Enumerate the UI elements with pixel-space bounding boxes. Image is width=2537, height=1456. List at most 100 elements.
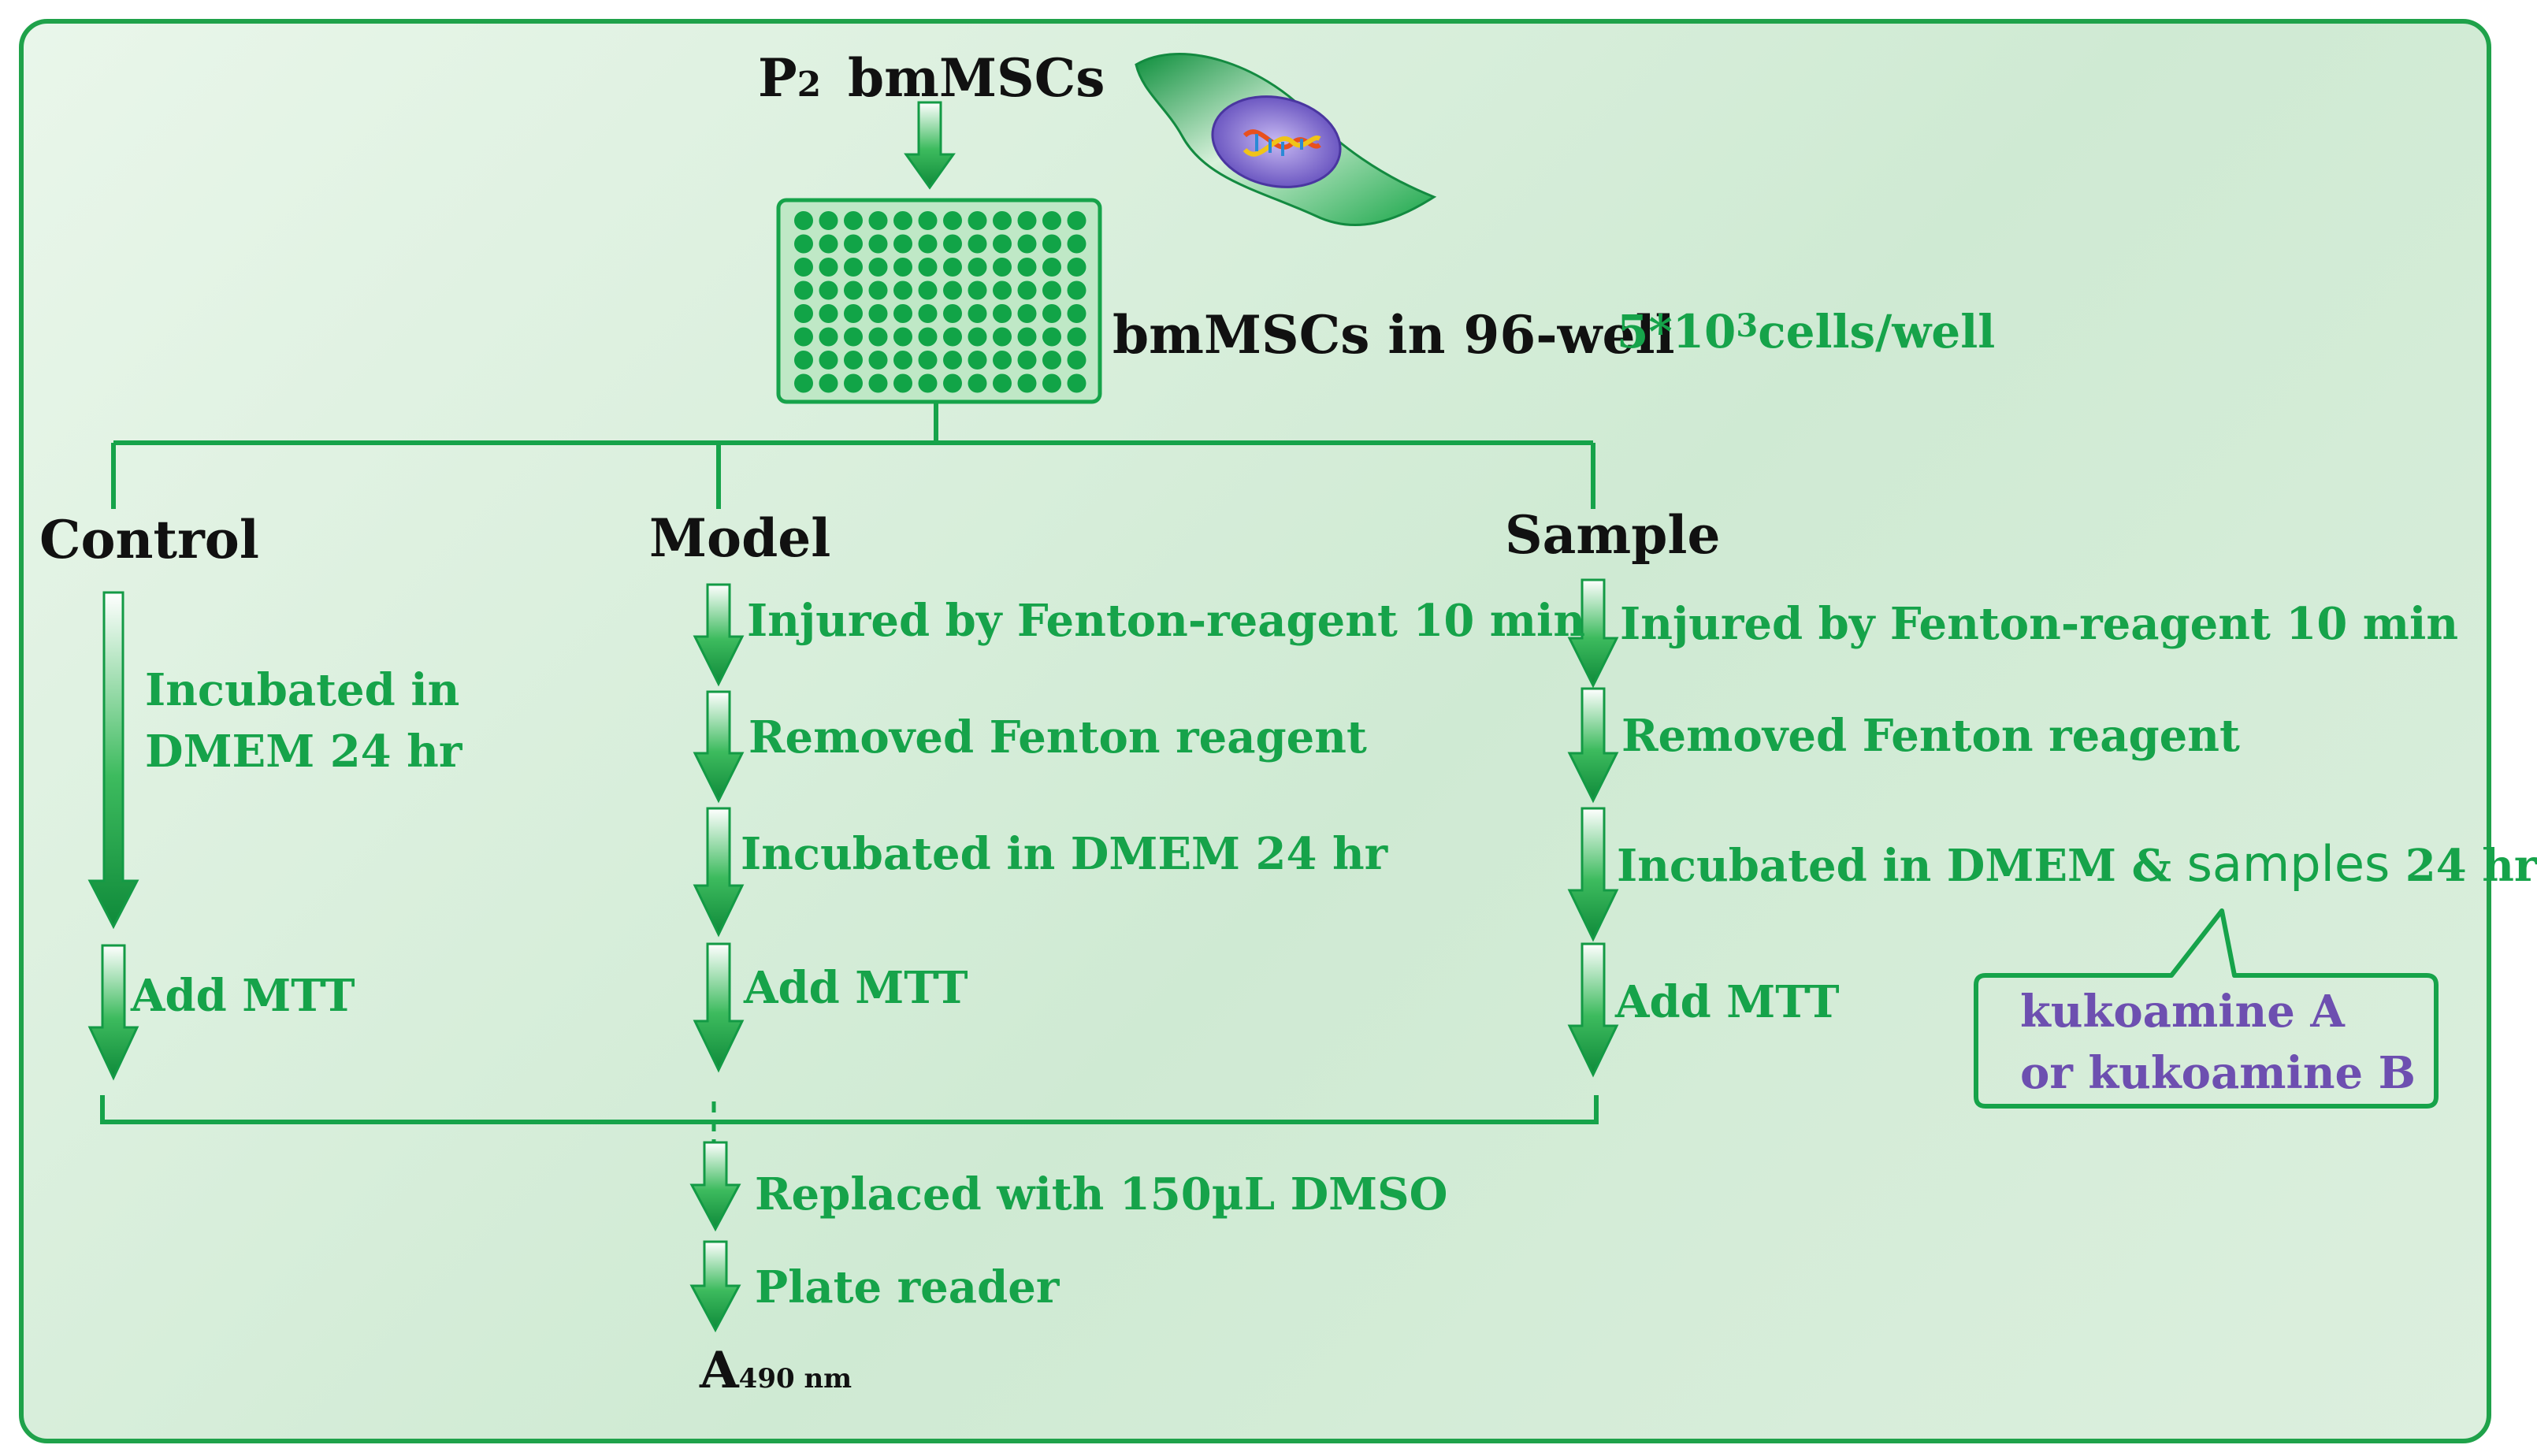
plate-well xyxy=(918,373,938,393)
plate-well xyxy=(993,258,1012,277)
plate-well xyxy=(1017,280,1037,300)
plate-well xyxy=(819,327,838,347)
plate-well xyxy=(1067,234,1086,254)
control-step-2: Add MTT xyxy=(131,970,355,1022)
plate-well xyxy=(794,211,813,230)
passage-label: P2 xyxy=(758,47,822,109)
group-title-control: Control xyxy=(39,509,259,570)
callout-line-1: kukoamine A xyxy=(2020,986,2345,1038)
plate-well xyxy=(993,304,1012,323)
plate-well xyxy=(794,258,813,277)
plate-well xyxy=(868,280,888,300)
plate-well xyxy=(943,351,962,370)
final-arrow-2 xyxy=(689,1240,741,1333)
cells-label: bmMSCs xyxy=(848,47,1105,109)
plate-well xyxy=(918,280,938,300)
plate-well xyxy=(1042,327,1061,347)
plate-well xyxy=(1042,351,1061,370)
plate-well xyxy=(918,258,938,277)
plate-well xyxy=(1042,304,1061,323)
plate-well xyxy=(968,373,987,393)
stem-cell-illustration xyxy=(1135,53,1437,226)
plate-well xyxy=(993,351,1012,370)
plate-well xyxy=(819,351,838,370)
sample-arrow-4 xyxy=(1567,942,1619,1078)
branch-tree xyxy=(111,403,1595,509)
plate-well xyxy=(844,351,863,370)
plate-well xyxy=(794,327,813,347)
plate-well xyxy=(868,258,888,277)
model-step-2: Removed Fenton reagent xyxy=(748,711,1367,763)
plate-well xyxy=(893,280,912,300)
cell-density: 5*103cells/well xyxy=(1617,305,1996,358)
plate-well xyxy=(1067,373,1086,393)
plate-well xyxy=(1042,373,1061,393)
plate-well xyxy=(968,304,987,323)
control-step-1-line-2: DMEM 24 hr xyxy=(145,726,462,778)
sample-step-3: Incubated in DMEM & samples 24 hr xyxy=(1617,835,2537,893)
plate-well xyxy=(1067,258,1086,277)
plate-body xyxy=(776,198,1102,404)
absorbance-readout: A490 nm xyxy=(700,1341,852,1400)
plate-well xyxy=(1067,280,1086,300)
plate-well xyxy=(794,373,813,393)
diagram-frame xyxy=(19,19,2491,1443)
plate-well xyxy=(844,258,863,277)
plate-well xyxy=(968,327,987,347)
plate-well xyxy=(893,234,912,254)
final-step-2: Plate reader xyxy=(755,1261,1060,1313)
final-step-1: Replaced with 150µL DMSO xyxy=(755,1168,1448,1220)
plate-well xyxy=(968,258,987,277)
plate-well xyxy=(1017,234,1037,254)
plate-well xyxy=(1017,304,1037,323)
plate-well xyxy=(844,373,863,393)
plate-well xyxy=(968,211,987,230)
plate-well xyxy=(943,327,962,347)
control-step-1-line-1: Incubated in xyxy=(145,664,460,716)
sample-step-2: Removed Fenton reagent xyxy=(1621,710,2240,762)
plate-well xyxy=(868,211,888,230)
plate-well xyxy=(893,351,912,370)
plate-well xyxy=(1067,327,1086,347)
plate-well xyxy=(868,327,888,347)
plate-well xyxy=(844,304,863,323)
plate-well xyxy=(844,327,863,347)
sample-step-4: Add MTT xyxy=(1615,976,1840,1028)
merge-bracket xyxy=(100,1095,1599,1124)
plate-well xyxy=(819,234,838,254)
sample-arrow-1 xyxy=(1567,578,1619,689)
plate-well xyxy=(918,211,938,230)
plate-well xyxy=(943,258,962,277)
plate-well xyxy=(1067,304,1086,323)
final-arrow-1 xyxy=(689,1141,741,1232)
plate-well xyxy=(1017,327,1037,347)
plate-well xyxy=(1042,258,1061,277)
callout-line-2: or kukoamine B xyxy=(2020,1047,2416,1099)
model-arrow-3 xyxy=(693,807,745,938)
plate-well xyxy=(844,211,863,230)
plate-well xyxy=(794,234,813,254)
plate-well xyxy=(819,280,838,300)
plate-well xyxy=(893,258,912,277)
plate-well xyxy=(819,373,838,393)
plate-well xyxy=(1017,258,1037,277)
plate-well xyxy=(868,234,888,254)
plate-well xyxy=(868,304,888,323)
plate-well xyxy=(993,211,1012,230)
plate-well xyxy=(893,327,912,347)
plate-well xyxy=(1042,280,1061,300)
plate-well xyxy=(893,304,912,323)
plate-well xyxy=(918,304,938,323)
plate-well xyxy=(918,351,938,370)
plate-well xyxy=(918,327,938,347)
plate-well xyxy=(1017,211,1037,230)
plate-well xyxy=(943,304,962,323)
plate-well xyxy=(819,304,838,323)
plate-well xyxy=(993,373,1012,393)
plate-well xyxy=(968,280,987,300)
plate-well xyxy=(1017,351,1037,370)
group-title-sample: Sample xyxy=(1505,504,1721,566)
plate-well xyxy=(819,211,838,230)
plate-well xyxy=(993,280,1012,300)
